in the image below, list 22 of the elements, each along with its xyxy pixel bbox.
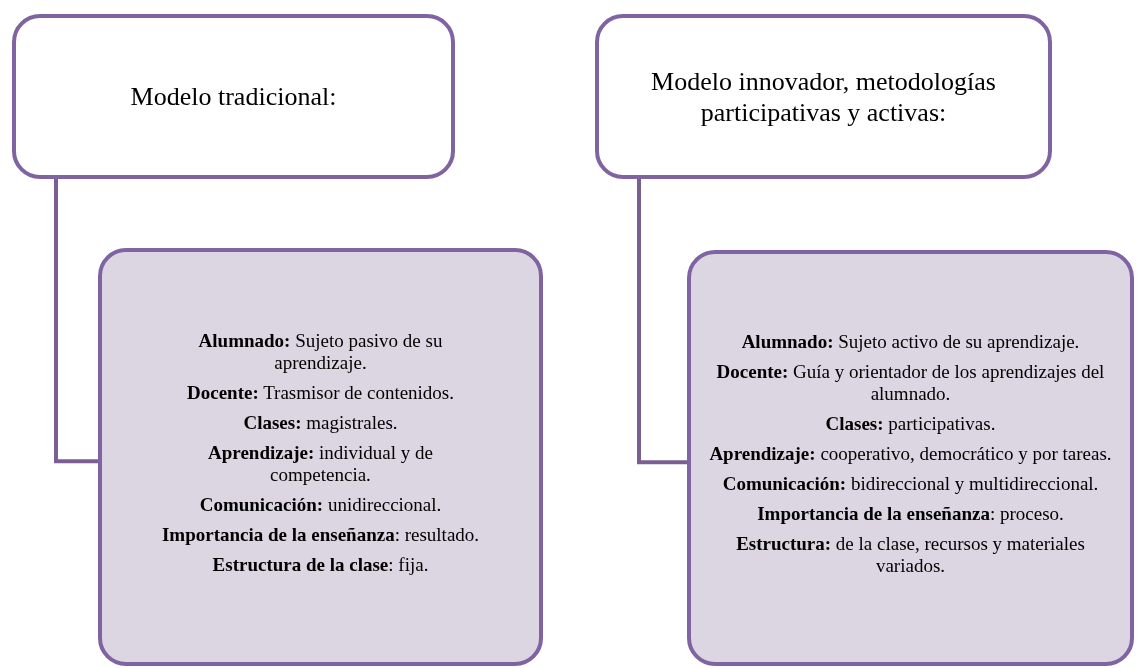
connector-line — [637, 179, 687, 465]
description-box — [98, 248, 543, 666]
title-box — [12, 14, 455, 179]
description-text: Estructura: de la clase, recursos y materiales variados. — [735, 533, 1086, 577]
description-text: Alumnado: Sujeto activo de su aprendizaje. — [741, 331, 1080, 353]
description-box — [687, 250, 1134, 666]
title-text: Modelo tradicional: — [130, 81, 337, 112]
description-text: Clases: magistrales. — [243, 412, 398, 434]
description-text: Comunicación: unidireccional. — [199, 494, 442, 516]
description-text: Importancia de la enseñanza: resultado. — [161, 524, 480, 546]
description-text: Aprendizaje: individual y de competencia. — [207, 442, 434, 486]
title-text: Modelo innovador, metodologías participativas y activas: — [650, 65, 997, 128]
description-text: Alumnado: Sujeto pasivo de su aprendizaje. — [197, 330, 444, 374]
title-box — [595, 14, 1052, 179]
description-text: Estructura de la clase: fija. — [212, 554, 429, 576]
connector-line — [54, 179, 98, 464]
description-text: Clases: participativas. — [825, 413, 996, 435]
description-text: Docente: Trasmisor de contenidos. — [187, 382, 454, 404]
description-text: Comunicación: bidireccional y multidireccional. — [722, 473, 1099, 495]
description-text: Aprendizaje: cooperativo, democrático y por tareas. — [709, 443, 1112, 465]
description-text: Docente: Guía y orientador de los aprendizajes del alumnado. — [715, 361, 1106, 405]
description-text: Importancia de la enseñanza: proceso. — [757, 503, 1064, 525]
